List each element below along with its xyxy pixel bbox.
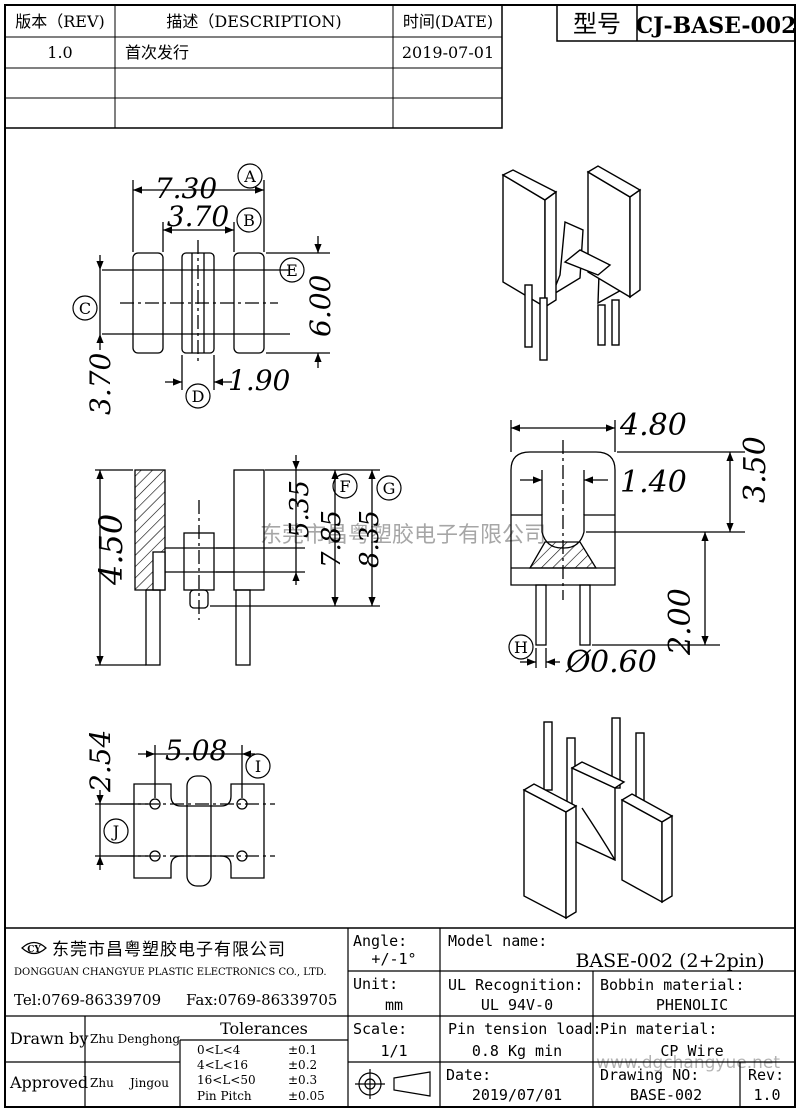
callout-e: E [286,261,298,280]
drawing-no-value: BASE-002 [630,1086,702,1104]
ul-value: UL 94V-0 [481,996,553,1014]
pin-material-label: Pin material: [600,1020,717,1038]
rev-header: 版本（REV) [15,12,105,31]
angle-label: Angle: [353,932,407,950]
tolerance-value-1: ±0.1 [288,1043,317,1057]
approved-last: Jingou [128,1076,169,1090]
dim-front-height: 4.50 [92,514,130,586]
dim-pin-ext: 2.00 [663,588,698,656]
dim-g: 8.35 [355,510,385,568]
projection-symbol-icon [355,1069,431,1099]
bobbin-value: PHENOLIC [656,996,728,1014]
callout-f: F [339,477,350,496]
tolerance-value-4: ±0.05 [288,1089,325,1103]
model-name-value: BASE-002 (2+2pin) [575,950,764,972]
drawing-no-label: Drawing NO: [600,1066,699,1084]
diameter-symbol: Ø [565,645,592,680]
date-cell: 2019-07-01 [402,43,494,62]
dim-pitch-h: 5.08 [165,734,227,767]
dim-top-width: 7.30 [155,172,217,205]
dim-post-width: 1.90 [228,364,290,397]
scale-label: Scale: [353,1020,407,1038]
dim-side-width: 4.80 [619,408,687,443]
callout-j: J [111,822,119,841]
date-header: 时间(DATE) [403,12,493,31]
dim-f: 5.35 [285,480,315,538]
callout-e-circle [279,257,305,283]
callout-h-circle [508,634,534,660]
dim-side-height: 3.50 [738,436,773,503]
company-logo-text: CY [27,945,41,955]
date-value: 2019/07/01 [472,1086,562,1104]
dim-pin-len: 7.85 [317,510,347,568]
callout-g: G [383,479,396,498]
drawn-by-name: Zhu Denghong [90,1032,180,1046]
description-cell: 首次发行 [125,43,189,62]
dim-pin-dia: 0.60 [590,645,657,680]
revision-table [4,4,503,129]
callout-a: A [243,167,256,186]
approved-first: Zhu [90,1076,114,1090]
callout-i: I [255,757,261,776]
model-name-label: Model name: [448,932,547,950]
isometric-top-view [501,165,642,361]
top-view [96,180,330,390]
front-view [95,455,380,666]
title-block [5,927,795,1107]
tolerance-value-2: ±0.2 [288,1058,317,1072]
pin-tension-label: Pin tension load: [448,1020,602,1038]
watermark: 东莞市昌粤塑胶电子有限公司 [260,523,546,548]
company-name-cn: 东莞市昌粤塑胶电子有限公司 [52,940,286,960]
dim-top-height: 6.00 [304,275,337,337]
watermark-url: www.dgchangyue.net [596,1053,780,1073]
tolerance-range-1: 0<L<4 [197,1043,241,1057]
callout-b-circle [236,207,262,233]
company-logo [21,941,47,955]
dim-pitch-v: 2.54 [84,730,117,793]
callout-c: C [79,299,91,318]
dim-left-height: 3.70 [84,353,117,415]
callout-b: B [243,211,255,230]
company-tel: Tel:0769-86339709 [14,991,161,1009]
dim-side-inner: 1.40 [620,465,687,500]
tolerance-value-3: ±0.3 [288,1073,317,1087]
description-header: 描述（DESCRIPTION) [166,12,341,31]
callout-j-circle [103,818,129,844]
rev-value: 1.0 [753,1086,780,1104]
callout-d-circle [185,383,211,409]
bottom-view [95,745,275,887]
callout-g-circle [376,475,402,501]
tolerances-label: Tolerances [220,1019,308,1038]
pin-tension-value: 0.8 Kg min [472,1042,562,1060]
rev-cell: 1.0 [47,43,72,62]
pin-material-value: CP Wire [660,1042,723,1060]
isometric-bottom-view [522,717,674,920]
tolerance-range-2: 4<L<16 [197,1058,248,1072]
callout-d: D [192,387,205,406]
callout-i-circle [245,753,271,779]
drawn-by-label: Drawn by [10,1029,88,1048]
dim-top-inner: 3.70 [167,200,229,233]
rev-label: Rev: [748,1066,784,1084]
date-label: Date: [446,1066,491,1084]
model-box [556,4,796,42]
company-name-en: DONGGUAN CHANGYUE PLASTIC ELECTRONICS CO… [14,967,327,978]
side-view [510,420,745,668]
scale-value: 1/1 [380,1042,407,1060]
model-value: CJ-BASE-002 [636,13,797,39]
approved-label: Approved [9,1073,88,1092]
callout-h: H [514,638,528,657]
callout-c-circle [72,295,98,321]
unit-value: mm [385,996,403,1014]
company-fax: Fax:0769-86339705 [186,991,337,1009]
tolerance-range-3: 16<L<50 [197,1073,256,1087]
bobbin-label: Bobbin material: [600,976,745,994]
model-label: 型号 [573,10,621,38]
unit-label: Unit: [353,975,398,993]
angle-value: +/-1° [371,950,416,968]
callout-a-circle [237,163,263,189]
ul-label: UL Recognition: [448,976,583,994]
tolerance-range-4: Pin Pitch [197,1089,252,1103]
